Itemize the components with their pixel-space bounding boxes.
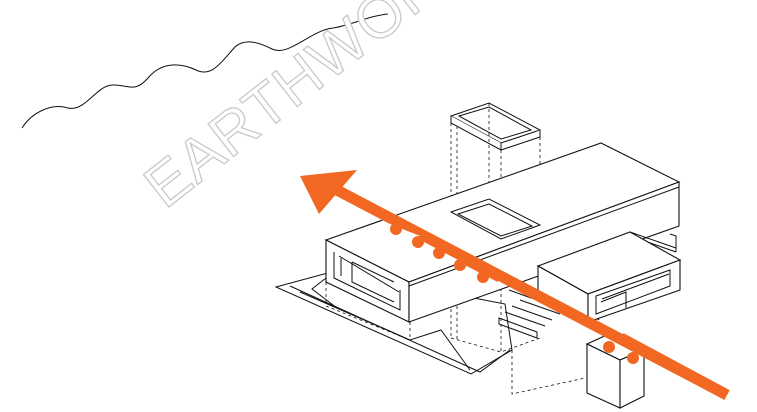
terrain-wave-line [21, 13, 389, 129]
arrow-left-icon [300, 170, 357, 214]
roof-opening [449, 198, 542, 240]
secondary-volume-details [595, 269, 671, 315]
roof-box [449, 102, 542, 151]
arrow-segments-front [460, 253, 730, 400]
dotted-path [390, 223, 639, 364]
arrow-masks [375, 222, 420, 251]
main-volume-details [333, 186, 680, 311]
secondary-volume [536, 231, 682, 323]
